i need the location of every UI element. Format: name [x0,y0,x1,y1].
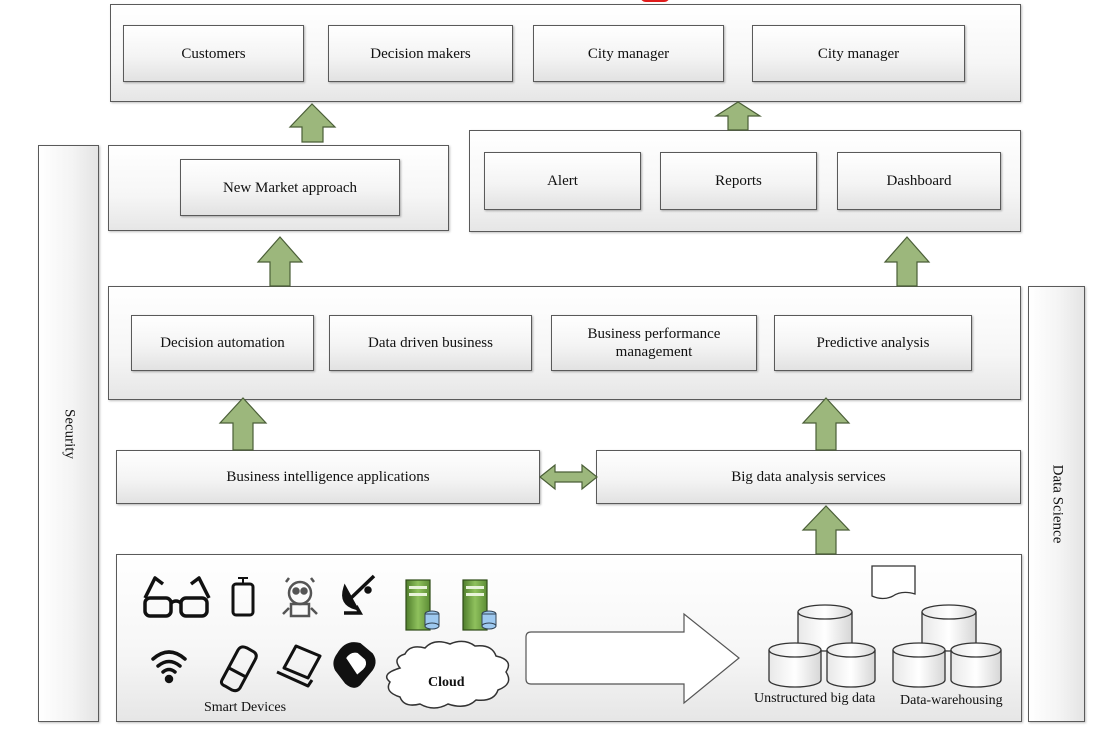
big-data-analysis-services-box[interactable]: Big data analysis services [596,450,1021,504]
up-arrow-analytics-to-market [256,236,304,287]
cloud-shape [385,640,510,709]
security-sidebar: Security [38,145,99,722]
data-driven-business-box[interactable]: Data driven business [329,315,532,371]
laptop-icon [276,644,322,688]
stakeholders-panel: Customers Decision makers City manager C… [110,4,1021,102]
robot-icon [282,577,318,618]
title-fragment [640,0,670,2]
data-warehousing-label: Data-warehousing [900,693,1003,708]
server-icon-2 [462,579,497,631]
up-arrow-bi-to-analytics [218,397,268,451]
predictive-analysis-box[interactable]: Predictive analysis [774,315,972,371]
up-arrow-sources-to-bigdata [801,505,851,555]
double-arrow-bi-bigdata [539,463,598,491]
smart-glasses-icon [143,576,211,618]
smartphone-icon [231,577,255,617]
flow-arrow [525,612,740,705]
wifi-icon [151,650,187,684]
unstructured-data-cylinders [768,604,876,688]
reports-box[interactable]: Reports [660,152,817,210]
decision-makers-box[interactable]: Decision makers [328,25,513,82]
city-manager-box-2[interactable]: City manager [752,25,965,82]
data-science-sidebar: Data Science [1028,286,1085,722]
market-panel: New Market approach [108,145,449,231]
business-performance-management-box[interactable]: Business performance management [551,315,757,371]
customers-box[interactable]: Customers [123,25,304,82]
smartwatch-icon [333,642,376,688]
flip-phone-icon [219,645,258,693]
new-market-approach-box[interactable]: New Market approach [180,159,400,216]
up-arrow-market-to-customers [288,103,337,143]
up-arrow-outputs-to-city-manager [713,101,763,131]
satellite-dish-icon [342,574,376,615]
up-arrow-analytics-to-dashboard [883,236,931,287]
alert-box[interactable]: Alert [484,152,641,210]
decision-automation-box[interactable]: Decision automation [131,315,314,371]
document-icon [871,565,916,600]
cloud-label: Cloud [428,675,465,690]
up-arrow-bigdata-to-analytics [801,397,851,451]
unstructured-big-data-label: Unstructured big data [754,691,876,706]
outputs-panel: Alert Reports Dashboard [469,130,1021,232]
data-warehouse-cylinders [892,604,1002,688]
dashboard-box[interactable]: Dashboard [837,152,1001,210]
city-manager-box-1[interactable]: City manager [533,25,724,82]
analytics-panel: Decision automation Data driven business… [108,286,1021,400]
server-icon-1 [405,579,440,631]
smart-devices-label: Smart Devices [204,700,287,715]
